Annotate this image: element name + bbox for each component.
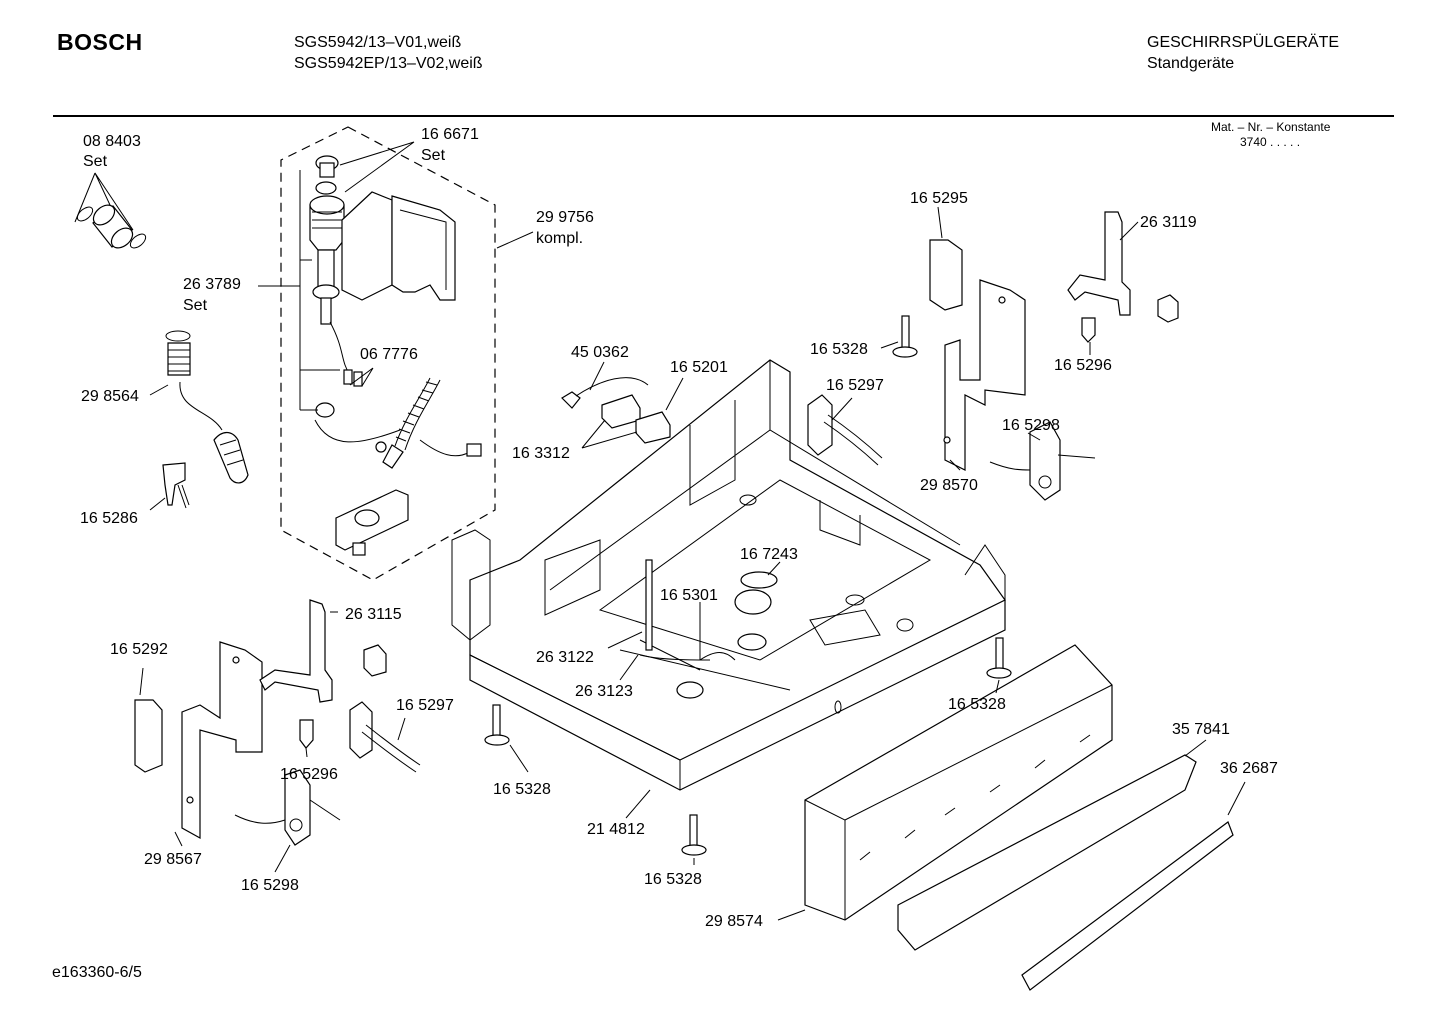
part-label-165292: 16 5292 <box>110 641 168 658</box>
foot-screw-left <box>484 704 510 746</box>
part-label-299756: 29 9756 <box>536 209 594 226</box>
spring-clip-165296-left <box>299 719 314 749</box>
mat-nr-block: Mat. – Nr. – Konstante 3740 . . . . . <box>1211 120 1330 150</box>
category-title: GESCHIRRSPÜLGERÄTE Standgeräte <box>1147 32 1339 74</box>
drain-hose-spring <box>165 330 249 484</box>
hose-set-left <box>76 204 147 249</box>
inlet-valve-assembly <box>309 155 456 443</box>
part-label-298570: 29 8570 <box>920 477 978 494</box>
part-label-357841: 35 7841 <box>1172 721 1230 738</box>
door-switch-left <box>234 769 341 846</box>
part-label-165286: 16 5286 <box>80 510 138 527</box>
part-label-165328-b: 16 5328 <box>948 696 1006 713</box>
part-note-166671: Set <box>421 147 446 164</box>
mat-nr-value: 3740 . . . . . <box>1240 135 1301 149</box>
float-rod <box>639 559 736 699</box>
part-label-165298-a: 16 5298 <box>1002 417 1060 434</box>
part-label-263789: 26 3789 <box>183 276 241 293</box>
assembly-boundary-dashed <box>280 126 496 581</box>
bracket-263115 <box>259 599 387 703</box>
corrugated-hose-inner <box>375 377 482 469</box>
part-label-298574: 29 8574 <box>705 913 763 930</box>
part-label-298567: 29 8567 <box>144 851 202 868</box>
part-note-088403: Set <box>83 153 108 170</box>
bracket-right-upper <box>929 239 963 311</box>
side-bracket-298570 <box>943 279 1026 471</box>
bracket-165292 <box>134 699 163 773</box>
part-label-165328-a: 16 5328 <box>810 341 868 358</box>
leader-lines <box>74 141 1246 921</box>
foot-screw-right-upper <box>892 315 918 358</box>
plinth-trim <box>1021 821 1234 991</box>
part-note-299756: kompl. <box>536 230 583 247</box>
header-divider <box>53 115 1394 117</box>
part-label-263122: 26 3122 <box>536 649 594 666</box>
part-label-165298-b: 16 5298 <box>241 877 299 894</box>
part-label-165296-b: 16 5296 <box>280 766 338 783</box>
spring-hinge-right <box>807 394 883 466</box>
model-line-1: SGS5942/13–V01,weiß <box>294 34 462 51</box>
part-label-165328-d: 16 5328 <box>644 871 702 888</box>
door-switch-right <box>989 421 1096 501</box>
part-label-165301: 16 5301 <box>660 587 718 604</box>
mat-nr-label: Mat. – Nr. – Konstante <box>1211 120 1331 134</box>
plinth-cover <box>897 754 1197 951</box>
part-label-165295: 16 5295 <box>910 190 968 207</box>
part-label-214812: 21 4812 <box>587 821 645 838</box>
part-label-362687: 36 2687 <box>1220 760 1278 777</box>
part-note-263789: Set <box>183 297 208 314</box>
spring-clip-165296-right <box>1081 317 1096 343</box>
part-label-088403: 08 8403 <box>83 133 141 150</box>
foot-screw-bottom <box>681 814 707 856</box>
side-bracket-298567 <box>181 641 263 840</box>
sump-seal <box>734 571 778 651</box>
spring-hinge-left <box>349 701 421 773</box>
foot-screw-right-lower <box>986 637 1012 679</box>
hose-clip <box>162 462 190 509</box>
brand-logo: BOSCH <box>57 29 143 55</box>
bracket-263119 <box>1067 211 1179 323</box>
category-name: GESCHIRRSPÜLGERÄTE <box>1147 34 1340 51</box>
subcategory-name: Standgeräte <box>1147 55 1235 72</box>
part-label-163312: 16 3312 <box>512 445 570 462</box>
part-label-166671: 16 6671 <box>421 126 479 143</box>
part-label-165201: 16 5201 <box>670 359 728 376</box>
part-label-263115: 26 3115 <box>345 606 402 623</box>
part-label-263119: 26 3119 <box>1140 214 1197 231</box>
part-label-450362: 45 0362 <box>571 344 629 361</box>
wiring-harness-connector <box>561 377 671 444</box>
part-label-263123: 26 3123 <box>575 683 633 700</box>
part-label-167243: 16 7243 <box>740 546 798 563</box>
plinth-panel <box>804 644 1113 921</box>
base-tub <box>451 359 1006 791</box>
part-label-298564: 29 8564 <box>81 388 139 405</box>
part-label-165297-b: 16 5297 <box>396 697 454 714</box>
model-line-2: SGS5942EP/13–V02,weiß <box>294 55 483 72</box>
part-label-067776: 06 7776 <box>360 346 418 363</box>
part-label-165297-a: 16 5297 <box>826 377 884 394</box>
drawing-code: e163360-6/5 <box>52 964 142 981</box>
valve-holder-bracket <box>335 489 409 556</box>
part-label-165296-a: 16 5296 <box>1054 357 1112 374</box>
part-label-165328-c: 16 5328 <box>493 781 551 798</box>
model-numbers: SGS5942/13–V01,weiß SGS5942EP/13–V02,wei… <box>294 32 483 74</box>
